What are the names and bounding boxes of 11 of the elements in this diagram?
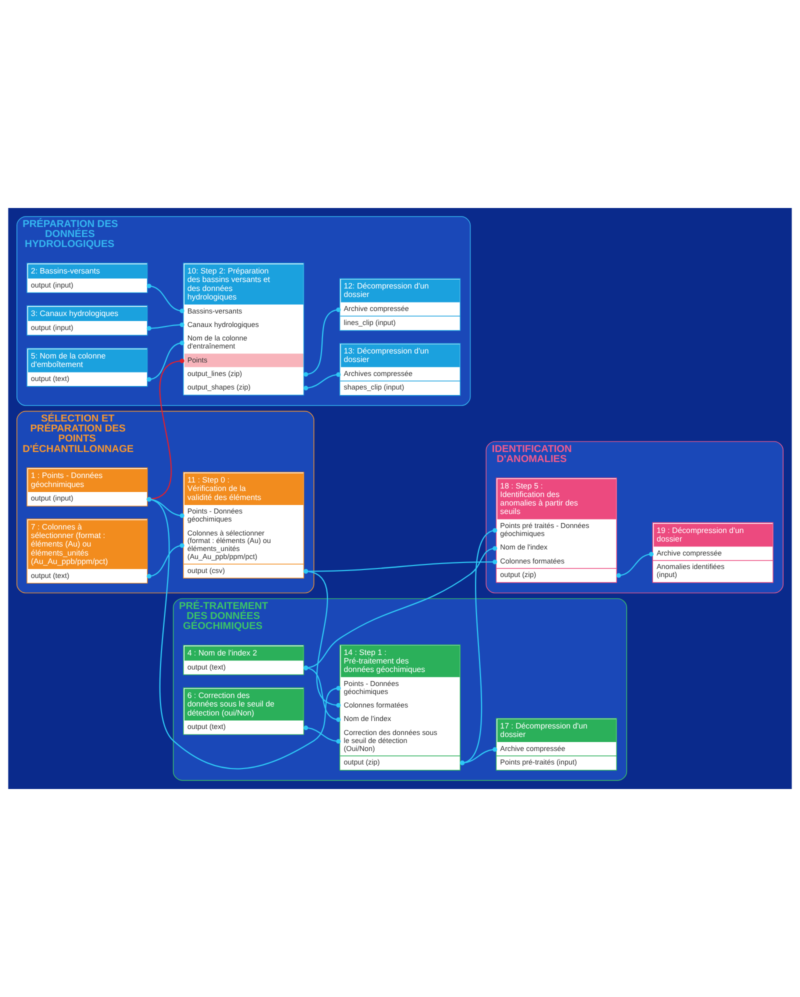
connector [146, 340, 184, 382]
connector [460, 747, 498, 766]
connector [616, 552, 654, 578]
connector [460, 528, 498, 766]
connector [304, 307, 341, 377]
connector [146, 322, 184, 331]
connector [146, 284, 184, 314]
connector [304, 560, 498, 574]
connector [304, 726, 341, 744]
connector [146, 543, 184, 578]
connector [304, 372, 341, 390]
